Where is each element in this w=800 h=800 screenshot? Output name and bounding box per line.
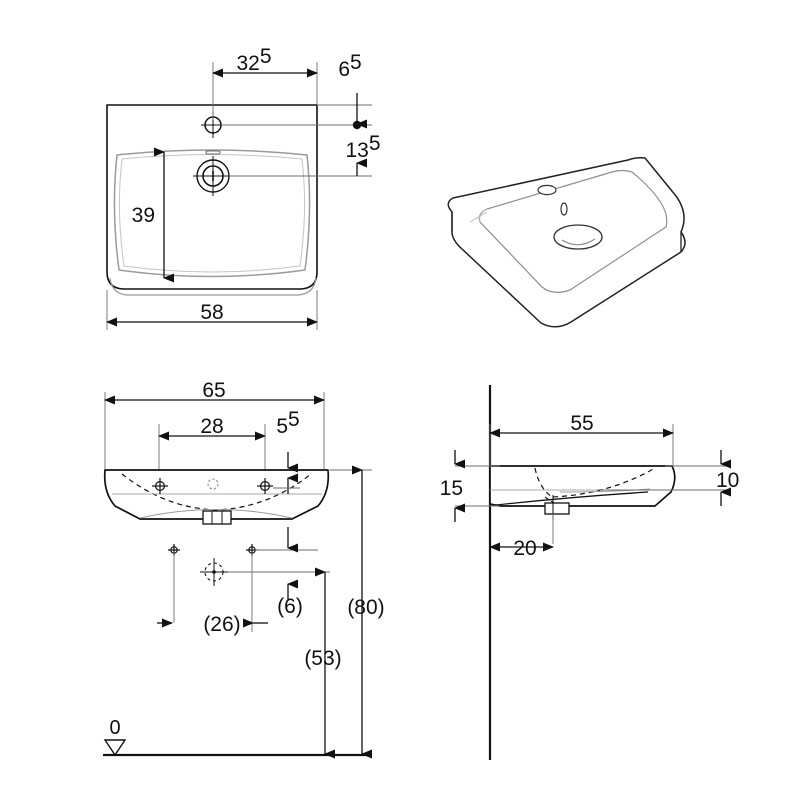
side-bowl-hidden-left — [534, 467, 553, 498]
perspective-overflow-slot — [560, 202, 568, 216]
side-underside-curve — [495, 491, 649, 506]
dim-label-58: 58 — [200, 301, 223, 324]
dim-label-28: 28 — [200, 415, 223, 438]
dim-label-5-5: 55 — [276, 408, 299, 438]
perspective-deck-highlight — [469, 211, 488, 223]
top-view: 325 65 135 39 58 — [106, 45, 381, 330]
side-basin-outline — [489, 465, 676, 507]
datum-zero-label: 0 — [109, 717, 120, 739]
dim-label-13-5: 135 — [345, 132, 380, 162]
dim-label-39: 39 — [132, 204, 155, 227]
side-outlet-hidden — [544, 496, 563, 508]
front-drain-target — [200, 558, 228, 586]
front-fixing-marker-left — [152, 478, 168, 494]
dim-label-55: 55 — [570, 412, 593, 435]
dim-label-80: (80) — [347, 596, 384, 619]
perspective-view — [447, 157, 686, 328]
front-view: 65 28 55 (26) (6) (53) (80) 0 — [103, 379, 385, 759]
dim-label-6: (6) — [277, 595, 303, 618]
dim-label-15: 15 — [440, 477, 463, 500]
side-view: 55 15 10 20 — [440, 385, 739, 760]
side-trap-connector — [544, 502, 570, 515]
datum-triangle-symbol — [103, 739, 127, 757]
perspective-tap-hole — [537, 184, 557, 196]
dim-dot-6-5 — [352, 120, 362, 130]
dim-label-6-5: 65 — [338, 51, 361, 81]
dim-label-65: 65 — [202, 379, 225, 402]
perspective-skirt — [451, 212, 686, 328]
perspective-bowl-rim — [478, 169, 668, 293]
overflow-slot — [205, 150, 221, 155]
side-bowl-hidden-right — [552, 467, 656, 498]
perspective-drain-outer — [553, 224, 603, 250]
dim-label-32-5: 325 — [236, 45, 271, 75]
perspective-bowl-corner-highlight — [479, 208, 488, 223]
dim-label-10: 10 — [716, 469, 739, 492]
front-drain-marker — [207, 478, 219, 490]
front-underside-curve — [139, 509, 293, 519]
dim-label-20: 20 — [513, 537, 536, 560]
dim-label-26: (26) — [203, 613, 240, 636]
basin-lip-shadow — [109, 277, 317, 296]
dim-label-53: (53) — [304, 647, 341, 670]
front-fixing-marker-right — [257, 478, 273, 494]
perspective-drain-inner — [561, 238, 596, 246]
basin-bowl-inner — [118, 154, 306, 273]
front-trap-connector — [202, 510, 232, 525]
